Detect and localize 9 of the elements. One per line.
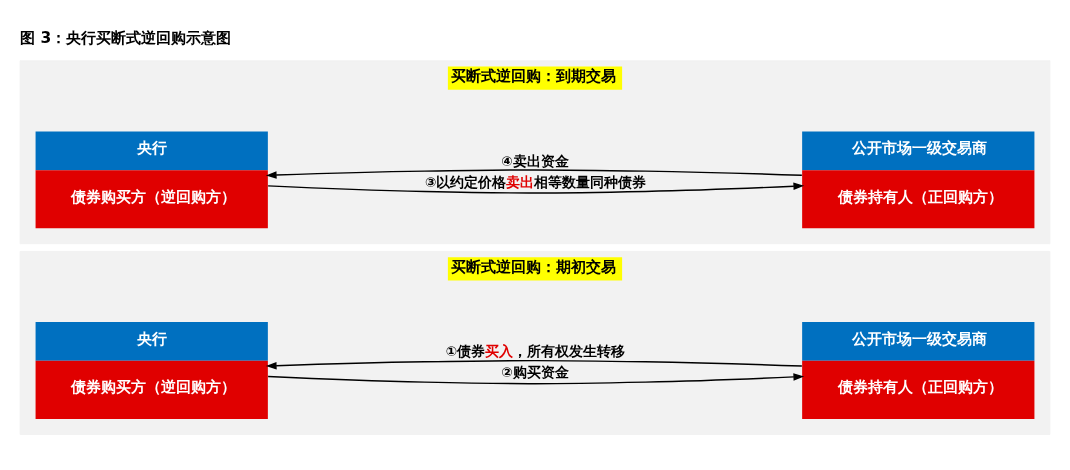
edge-label: ④卖出资金 [501, 152, 569, 169]
arrow [267, 182, 805, 194]
edge-label: ①债券买入，所有权发生转移 [445, 343, 626, 360]
arrow [265, 359, 803, 370]
arrow [267, 373, 805, 385]
edge-label: ②购买资金 [501, 364, 569, 381]
arrow [265, 169, 803, 179]
diagram-title: 图 3：央行买断式逆回购示意图 [20, 29, 232, 48]
edge-label: ③以约定价格卖出相等数量同种债券 [424, 173, 647, 190]
